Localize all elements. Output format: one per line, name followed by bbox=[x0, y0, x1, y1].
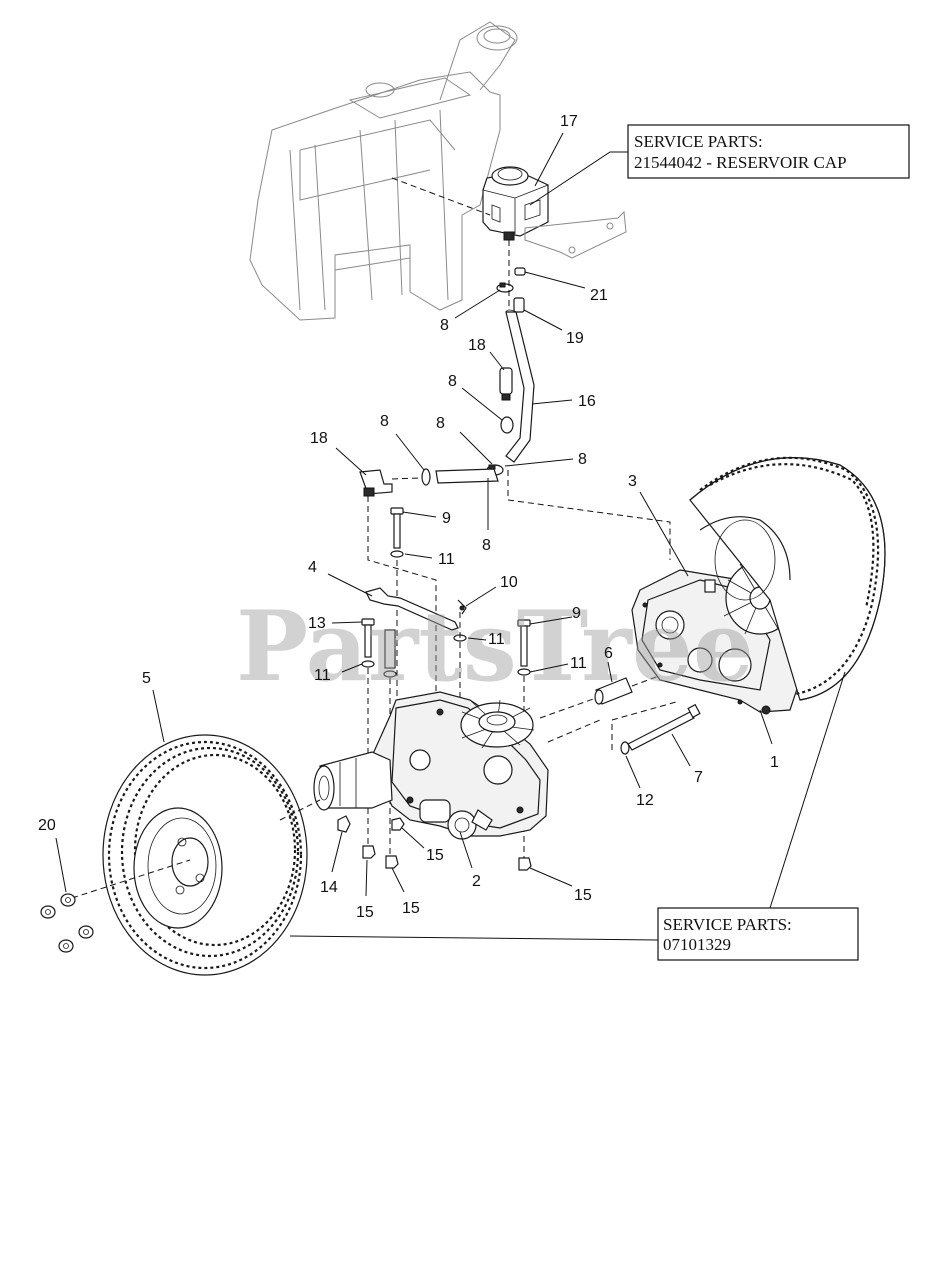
left-cooling-fan bbox=[460, 699, 535, 749]
callout-16: 16 bbox=[578, 393, 596, 410]
bolt-9-right bbox=[517, 619, 531, 667]
callout-9: 9 bbox=[572, 605, 581, 622]
service-parts-title: SERVICE PARTS: bbox=[634, 132, 763, 151]
service-parts-reservoir-cap: SERVICE PARTS: 21544042 - RESERVOIR CAP bbox=[627, 124, 910, 179]
callout-18: 18 bbox=[468, 337, 486, 354]
left-wheel-5 bbox=[102, 734, 308, 976]
callout-11: 11 bbox=[438, 551, 455, 568]
right-wheel bbox=[689, 456, 886, 701]
callout-18: 18 bbox=[310, 430, 328, 447]
callout-14: 14 bbox=[320, 879, 338, 896]
callout-15: 15 bbox=[574, 887, 592, 904]
left-axle-hub bbox=[313, 751, 393, 811]
callout-8: 8 bbox=[448, 373, 457, 390]
watermark: PartsTree bbox=[236, 590, 754, 703]
nut-15-b bbox=[362, 845, 376, 859]
junction-to-right-pump-line bbox=[507, 470, 671, 560]
left-fitting-drop-line bbox=[367, 496, 437, 700]
callout-4: 4 bbox=[308, 559, 317, 576]
hose-clamp-8-mid bbox=[500, 416, 514, 434]
callout-8: 8 bbox=[440, 317, 449, 334]
left-axle-to-right-line bbox=[547, 719, 601, 743]
callout-15: 15 bbox=[402, 900, 420, 917]
short-hose bbox=[435, 468, 499, 484]
hose-clamp-8-left bbox=[421, 468, 431, 486]
rod-line bbox=[611, 701, 677, 750]
service-parts-wheel: SERVICE PARTS: 07101329 bbox=[657, 907, 859, 961]
wheel-to-axle-line bbox=[71, 799, 321, 899]
lug-nuts-20 bbox=[40, 893, 94, 953]
callout-8: 8 bbox=[578, 451, 587, 468]
callout-17: 17 bbox=[560, 113, 578, 130]
service-parts-detail: 07101329 bbox=[663, 935, 731, 954]
fitting-21 bbox=[514, 267, 526, 276]
service-parts-detail: 21544042 - RESERVOIR CAP bbox=[634, 153, 847, 172]
callout-8: 8 bbox=[482, 537, 491, 554]
bolt-9-upper bbox=[390, 507, 404, 549]
callout-11: 11 bbox=[488, 631, 505, 648]
washer-11-upper bbox=[390, 550, 404, 558]
callout-11: 11 bbox=[570, 655, 587, 672]
callout-13: 13 bbox=[308, 615, 326, 632]
callout-3: 3 bbox=[628, 473, 637, 490]
callout-6: 6 bbox=[604, 645, 613, 662]
hydraulic-reservoir bbox=[482, 166, 549, 241]
nut-15-a bbox=[391, 817, 405, 831]
washer-12 bbox=[620, 741, 630, 755]
reservoir-bracket bbox=[524, 210, 627, 259]
spacer-left bbox=[383, 629, 397, 678]
coupler-6 bbox=[594, 677, 633, 705]
callout-20: 20 bbox=[38, 817, 56, 834]
callout-15: 15 bbox=[426, 847, 444, 864]
hydraulic-hose-16 bbox=[505, 309, 535, 463]
nut-15-d bbox=[518, 857, 532, 871]
nut-15-c bbox=[385, 855, 399, 869]
fitting-line-horizontal bbox=[391, 477, 421, 480]
callout-8: 8 bbox=[380, 413, 389, 430]
tank-to-reservoir-line bbox=[391, 177, 491, 216]
callout-8: 8 bbox=[436, 415, 445, 432]
callout-11: 11 bbox=[314, 667, 331, 684]
callout-5: 5 bbox=[142, 670, 151, 687]
callout-10: 10 bbox=[500, 574, 518, 591]
clip-10 bbox=[457, 599, 467, 615]
service-parts-title: SERVICE PARTS: bbox=[663, 915, 792, 934]
fitting-19 bbox=[513, 297, 525, 313]
elbow-fitting-18-lower bbox=[359, 469, 393, 497]
callout-9: 9 bbox=[442, 510, 451, 527]
callout-12: 12 bbox=[636, 792, 654, 809]
rod-7 bbox=[627, 703, 701, 751]
nut-14 bbox=[337, 815, 351, 833]
callout-15: 15 bbox=[356, 904, 374, 921]
callout-2: 2 bbox=[472, 873, 481, 890]
callout-21: 21 bbox=[590, 287, 608, 304]
callout-7: 7 bbox=[694, 769, 703, 786]
fuel-tank bbox=[249, 21, 518, 321]
callout-19: 19 bbox=[566, 330, 584, 347]
elbow-fitting-18-upper bbox=[499, 367, 513, 401]
control-rod-4 bbox=[365, 587, 459, 631]
bolt-13 bbox=[361, 618, 375, 658]
callout-1: 1 bbox=[770, 754, 779, 771]
leader-lines bbox=[55, 132, 846, 941]
